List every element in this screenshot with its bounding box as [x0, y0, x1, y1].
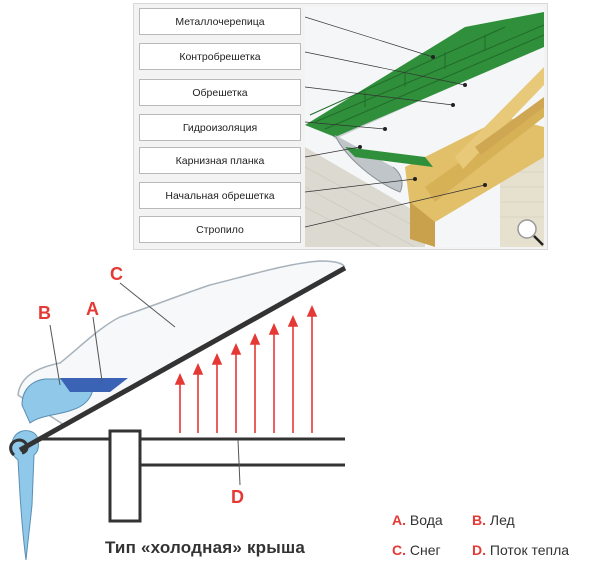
label-counter-batten: Контробрешетка [139, 43, 301, 70]
legend-text-b: Лед [489, 512, 515, 528]
legend-c: C. Снег [392, 542, 441, 558]
heat-arrow-icon [174, 305, 318, 433]
heat-arrow-head [174, 373, 186, 385]
heat-arrow-head [192, 363, 204, 375]
legend-text-c: Снег [409, 542, 441, 558]
legend-b: B. Лед [472, 512, 515, 528]
legend-a: A. Вода [392, 512, 443, 528]
heat-arrow-head [249, 333, 261, 345]
label-rafter: Стропило [139, 216, 301, 243]
zoom-icon[interactable] [517, 219, 544, 246]
diagram-caption: Тип «холодная» крыша [105, 538, 306, 557]
label-eaves-strip: Карнизная планка [139, 147, 301, 174]
label-metal-tile: Металлочерепица [139, 8, 301, 35]
legend-key-c: C. [392, 542, 406, 558]
legend-d: D. Поток тепла [472, 542, 569, 558]
label-starter-batten: Начальная обрешетка [139, 182, 301, 209]
heat-arrow-head [230, 343, 242, 355]
legend-key-d: D. [472, 542, 486, 558]
letter-a: A [86, 299, 99, 319]
label-waterproofing: Гидроизоляция [139, 114, 301, 141]
heat-arrow-head [287, 315, 299, 327]
legend-key-a: A. [392, 512, 406, 528]
letter-c: C [110, 264, 123, 284]
legend-key-b: B. [472, 512, 486, 528]
heat-arrow-head [211, 353, 223, 365]
label-batten: Обрешетка [139, 79, 301, 106]
letter-d: D [231, 487, 244, 507]
roof-cutaway-illustration [305, 7, 544, 247]
heat-arrow-head [306, 305, 318, 317]
legend-text-d: Поток тепла [489, 542, 570, 558]
cold-roof-diagram: C A B D [9, 260, 347, 561]
letter-b: B [38, 303, 51, 323]
heat-arrow-head [268, 323, 280, 335]
legend-text-a: Вода [409, 512, 443, 528]
